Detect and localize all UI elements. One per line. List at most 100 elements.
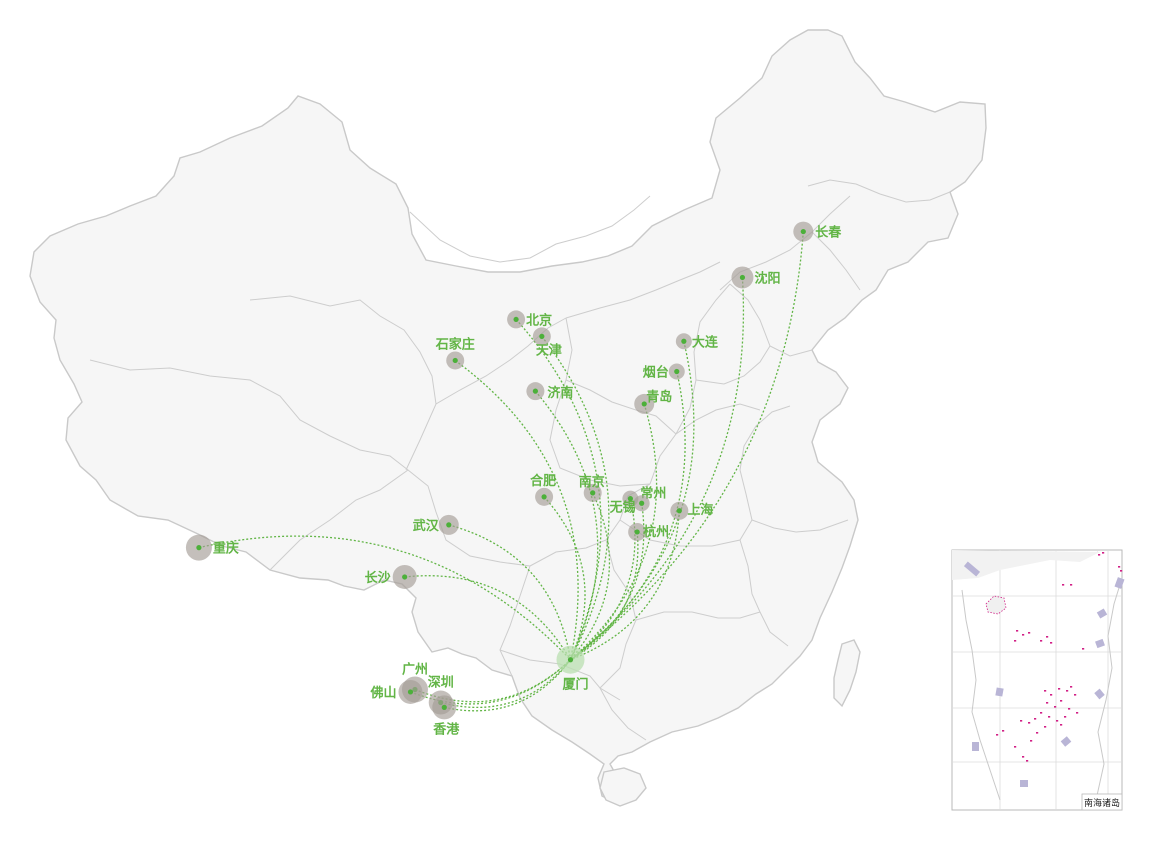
city-yantai[interactable]: 烟台: [643, 363, 685, 380]
inset-island: [1064, 716, 1067, 718]
inset-island: [1058, 688, 1061, 690]
city-label: 长春: [815, 225, 842, 241]
city-qingdao[interactable]: 青岛: [634, 389, 672, 414]
route-shijiazhuang: [454, 359, 579, 660]
inset-dash-segment: [972, 742, 979, 751]
inset-island: [1060, 700, 1063, 702]
city-changsha[interactable]: 长沙: [365, 564, 417, 589]
city-shanghai[interactable]: 上海: [670, 501, 713, 520]
city-dalian[interactable]: 大连: [675, 333, 719, 350]
city-beijing[interactable]: 北京: [507, 310, 552, 329]
city-wuxi[interactable]: 无锡: [609, 495, 650, 515]
city-label: 杭州: [643, 524, 669, 540]
city-dot: [634, 529, 640, 535]
route-yantai: [570, 371, 686, 661]
city-dot: [676, 508, 682, 514]
inset-dash-segment: [1096, 608, 1108, 619]
inset-island: [1014, 746, 1017, 748]
city-hefei[interactable]: 合肥: [530, 473, 556, 506]
inset-island: [1028, 632, 1031, 634]
inset-island: [1016, 630, 1019, 632]
inset-island: [1068, 708, 1071, 710]
route-changsha: [404, 575, 572, 661]
city-dot: [513, 316, 519, 323]
city-hangzhou[interactable]: 杭州: [628, 522, 669, 541]
china-outline: [29, 29, 987, 803]
south-china-sea-inset: 南海诸岛: [951, 549, 1125, 811]
city-jinan[interactable]: 济南: [526, 382, 573, 401]
city-label: 上海: [687, 502, 713, 518]
inset-island: [1022, 634, 1025, 636]
inset-east-coast: [1095, 577, 1123, 801]
route-wuhan: [448, 524, 572, 660]
inset-island: [1118, 566, 1121, 568]
city-shijiazhuang[interactable]: 石家庄: [435, 336, 475, 370]
taiwan-island: [833, 639, 861, 708]
inset-island: [1046, 702, 1049, 704]
city-dot: [800, 228, 806, 235]
inset-island: [1070, 686, 1073, 688]
inset-island: [1098, 554, 1101, 556]
city-label: 广州: [402, 662, 428, 678]
route-shenzhen: [440, 659, 572, 709]
route-hongkong: [444, 659, 572, 712]
inset-dash-segment: [1095, 638, 1105, 649]
route-hefei: [543, 496, 586, 660]
city-label: 合肥: [530, 473, 556, 489]
city-label: 香港: [432, 721, 460, 737]
inset-dash-segment: [1114, 577, 1125, 589]
inset-hainan: [985, 595, 1007, 615]
inset-island: [1030, 740, 1033, 742]
city-changchun[interactable]: 长春: [793, 221, 842, 242]
city-dot: [452, 357, 458, 364]
city-foshan[interactable]: 佛山: [369, 679, 423, 704]
city-dot: [681, 338, 687, 344]
city-label: 长沙: [365, 570, 391, 586]
city-wuhan[interactable]: 武汉: [413, 514, 459, 535]
inset-island: [1062, 584, 1065, 586]
inset-island: [1046, 636, 1049, 638]
city-nanjing[interactable]: 南京: [579, 474, 605, 502]
city-dot: [532, 388, 539, 394]
city-dot: [739, 274, 746, 281]
route-jinan: [534, 390, 599, 660]
route-qingdao: [570, 403, 658, 661]
city-dot: [541, 494, 547, 500]
city-label: 武汉: [413, 518, 440, 534]
inset-island: [1014, 640, 1017, 642]
inset-dash-segment: [1060, 736, 1072, 747]
route-tianjin: [541, 336, 610, 661]
inset-dash-segment: [995, 687, 1004, 697]
city-chongqing[interactable]: 重庆: [185, 534, 239, 561]
route-lines: [198, 231, 804, 712]
route-beijing: [515, 318, 602, 660]
inset-island: [1054, 706, 1057, 708]
inset-island: [1028, 722, 1031, 724]
route-shanghai: [570, 510, 680, 661]
city-label: 佛山: [369, 685, 396, 701]
inset-island: [1002, 730, 1005, 732]
inset-island: [1082, 648, 1085, 650]
inset-island: [1066, 690, 1069, 692]
city-label: 天津: [536, 342, 562, 358]
city-shenyang[interactable]: 沈阳: [731, 266, 780, 289]
china-landmass: [29, 29, 987, 807]
inset-island: [1076, 712, 1079, 714]
inset-island: [1044, 690, 1047, 692]
inset-island: [1040, 640, 1043, 642]
city-label: 石家庄: [435, 336, 475, 352]
city-tianjin[interactable]: 天津: [532, 327, 562, 358]
city-dot: [402, 574, 408, 580]
city-label: 烟台: [643, 364, 669, 380]
inset-island: [1056, 720, 1059, 722]
inset-island: [1120, 570, 1123, 572]
city-hongkong[interactable]: 香港: [432, 695, 460, 737]
inset-island: [1050, 642, 1053, 644]
inset-label-box: [1081, 793, 1123, 811]
city-label: 深圳: [428, 675, 454, 691]
inset-island: [1070, 584, 1073, 586]
city-dot: [441, 704, 447, 710]
inset-islands: [996, 552, 1123, 762]
city-dot: [627, 496, 633, 502]
